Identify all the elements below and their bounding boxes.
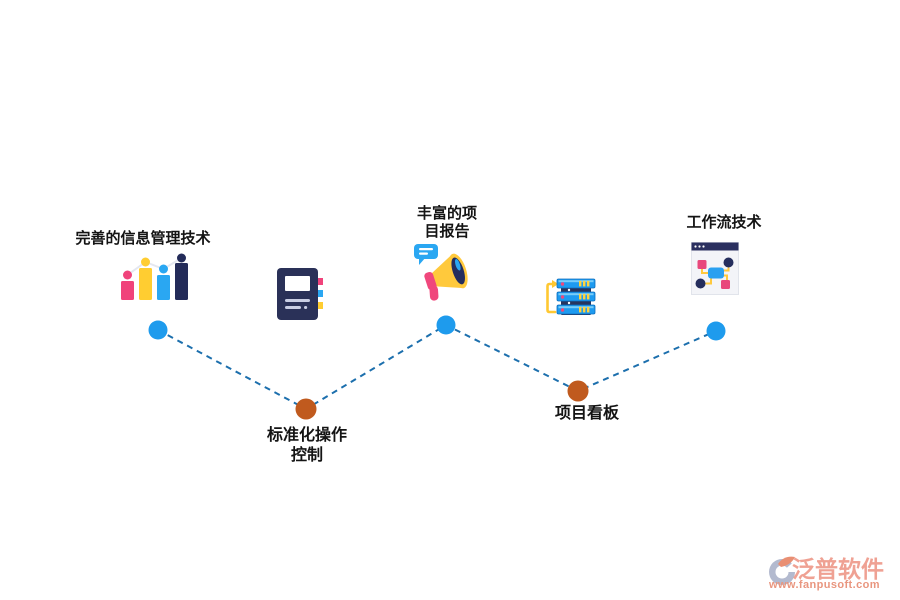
node-label-info-management: 完善的信息管理技术	[75, 230, 211, 247]
bar-chart-icon	[121, 253, 188, 300]
timeline-dot-1	[148, 320, 168, 340]
timeline-dot-4	[567, 380, 589, 402]
megaphone-icon	[414, 244, 468, 301]
timeline-dot-3	[436, 315, 456, 335]
timeline-connector	[157, 323, 717, 411]
node-label-workflow: 工作流技术	[686, 214, 762, 231]
server-stack-icon	[546, 278, 596, 315]
watermark-brand: 泛普软件	[792, 556, 884, 582]
watermark-url: www.fanpusoft.com	[769, 579, 880, 591]
node-label-standard-ops: 标准化操作控制	[266, 427, 347, 464]
timeline-dot-2	[295, 398, 317, 420]
node-label-project-reports: 丰富的项目报告	[416, 205, 477, 241]
fanpu-logo-icon	[769, 556, 798, 585]
notebook-icon	[277, 268, 323, 320]
node-label-project-kanban: 项目看板	[554, 405, 619, 422]
timeline-dot-5	[706, 321, 726, 341]
flowchart-window-icon	[691, 242, 739, 295]
